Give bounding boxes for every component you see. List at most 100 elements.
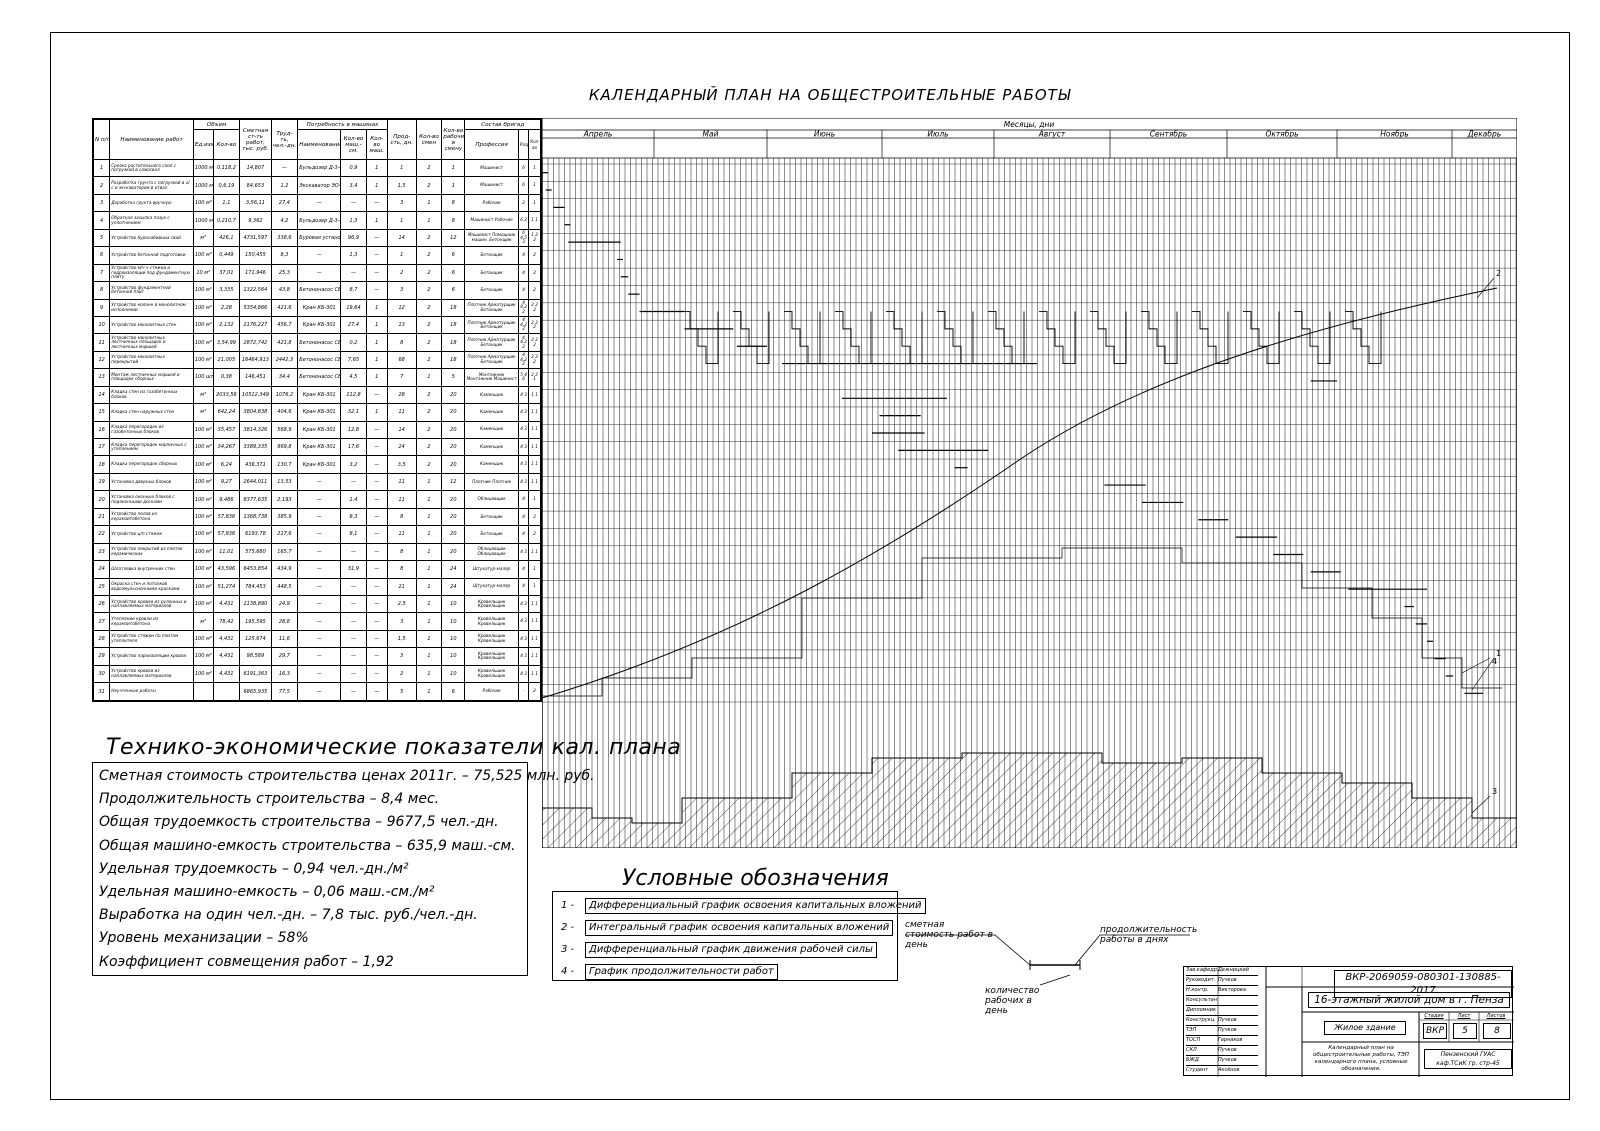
cell-qty: 4,431 [212, 629, 241, 649]
cell-wk: 10 [441, 647, 466, 666]
cell-unit: 100 м² [192, 525, 214, 544]
cell-mcount: 1 [365, 333, 388, 352]
cell-cnt: 2 [528, 525, 541, 544]
stamp-role: Консультант [1186, 997, 1218, 1006]
cell-qty: 6,24 [212, 455, 241, 474]
cell-dur: 3 [386, 193, 417, 213]
cell-n: 19 [92, 472, 111, 492]
cell-wk: 1 [441, 176, 466, 195]
cell-sh: 2 [415, 158, 443, 178]
stamp-org: Пензенский ГУАС каф.ТСиК гр. стр-45 [1424, 1049, 1512, 1069]
cell-unit: 10 м² [192, 263, 214, 283]
cell-n: 5 [92, 228, 111, 248]
cell-qty: 3,54,99 [212, 333, 241, 352]
stamp-sheet-desc: Календарный план на общестроительные раб… [1312, 1045, 1409, 1072]
cell-labor: 8,3 [270, 246, 299, 265]
cell-qty: 0,38 [212, 368, 241, 387]
th-crew: Состав бригад [464, 119, 541, 130]
cell-n: 24 [92, 560, 111, 579]
cell-name: Устройство ц/п стяжек [109, 525, 194, 544]
cell-n: 23 [92, 542, 111, 562]
cell-name: Неучтенные работы [109, 682, 194, 701]
cell-name: Устройство буронабивных свай [109, 228, 194, 248]
cell-mshift: — [340, 594, 367, 614]
cell-mcount: — [365, 560, 388, 579]
cell-sh: 1 [415, 542, 443, 562]
stamp-person [1218, 1007, 1258, 1016]
cell-name: Кладка стен наружных стен [109, 403, 194, 422]
cell-qty: 4,431 [212, 664, 241, 684]
cell-prof: Машинист Помощник машин. Бетонщик [464, 228, 519, 248]
cell-name: Утепление кровли из керамзитобетона [109, 612, 194, 631]
cell-mshift: 112,8 [340, 385, 367, 405]
month-label: Апрель [583, 130, 613, 139]
cell-unit: м³ [192, 228, 214, 248]
cell-cost: 436,371 [239, 455, 272, 474]
cell-cost: 9,362 [239, 211, 272, 230]
cell-name: Устройство полов из керамзитобетона [109, 507, 194, 527]
cell-labor: 217,6 [270, 525, 299, 544]
cell-prof: Каменщик [464, 455, 519, 474]
cell-labor: 27,4 [270, 193, 299, 213]
cell-name: Устройство бетонной подготовки [109, 246, 194, 265]
cell-grade: 2 [517, 193, 530, 213]
cell-prof: Кровельщик Кровельщик [464, 629, 519, 649]
cell-labor: 11,6 [270, 629, 299, 649]
cell-grade: - [517, 682, 530, 701]
cell-unit: 100 шт. [192, 368, 214, 387]
cell-dur: 11 [386, 525, 417, 544]
cell-sh: 1 [415, 647, 443, 666]
cell-dur: 3 [386, 281, 417, 300]
cell-cnt: 2 [528, 281, 541, 300]
cell-wk: 18 [441, 298, 466, 317]
cell-cnt: 2 2 2 [528, 333, 541, 352]
cell-cnt: 2 2 2 [528, 315, 541, 335]
cell-unit: 100 м³ [192, 437, 214, 457]
cell-unit: 100 м³ [192, 298, 214, 317]
cell-sh: 2 [415, 315, 443, 335]
cell-qty: 57,836 [212, 525, 241, 544]
cell-mshift: 1,3 [340, 211, 367, 230]
cell-prof: Бетонщик [464, 281, 519, 300]
cell-name: Срезка растительного слоя с погрузкой в … [109, 158, 194, 178]
cell-prof: Кровельщик Кровельщик [464, 594, 519, 614]
cell-cost: 195,595 [239, 612, 272, 631]
cell-cost: 6193,78 [239, 525, 272, 544]
legend-duration-label: продолжительность работы в днях [1100, 925, 1198, 945]
stamp-sheets: 8 [1483, 1023, 1511, 1039]
cell-unit: м³ [192, 612, 214, 631]
legend-text: График продолжительности работ [585, 964, 778, 980]
cell-cost: 6865,935 [239, 682, 272, 701]
cell-cost: 3814,326 [239, 420, 272, 440]
cell-unit: 1000 м³ [192, 211, 214, 230]
stamp-role: Н.контр. [1186, 987, 1218, 996]
cell-name: Шпатлевка внутренних стен [109, 560, 194, 579]
cell-wk: 24 [441, 577, 466, 596]
cell-mshift: 32,1 [340, 403, 367, 422]
drawing-frame [50, 32, 1570, 1100]
cell-mname: — [297, 525, 342, 544]
cell-prof: Монтажник Монтажник Машинист [464, 368, 519, 387]
cell-n: 20 [92, 490, 111, 509]
cell-grade: 4 [517, 525, 530, 544]
th-mname: Наименование [297, 129, 342, 160]
th-mcount: Кол-во маш. [365, 129, 388, 160]
cell-qty: 2,28 [212, 298, 241, 317]
cell-dur: 7 [386, 368, 417, 387]
stamp-role: СКЛ [1186, 1047, 1218, 1056]
cell-sh: 1 [415, 577, 443, 596]
cell-cnt: 1 1 [528, 594, 541, 614]
cell-sh: 1 [415, 629, 443, 649]
cell-sh: 2 [415, 281, 443, 300]
cell-sh: 1 [415, 193, 443, 213]
cell-grade: 4 3 [517, 629, 530, 649]
cell-name: Разработка грунта с погрузкой в а/с и эк… [109, 176, 194, 195]
tep-line: Сметная стоимость строительства ценах 20… [99, 768, 595, 784]
cell-mcount: 1 [365, 315, 388, 335]
cell-dur: 3 [386, 647, 417, 666]
cell-labor: 16,3 [270, 664, 299, 684]
